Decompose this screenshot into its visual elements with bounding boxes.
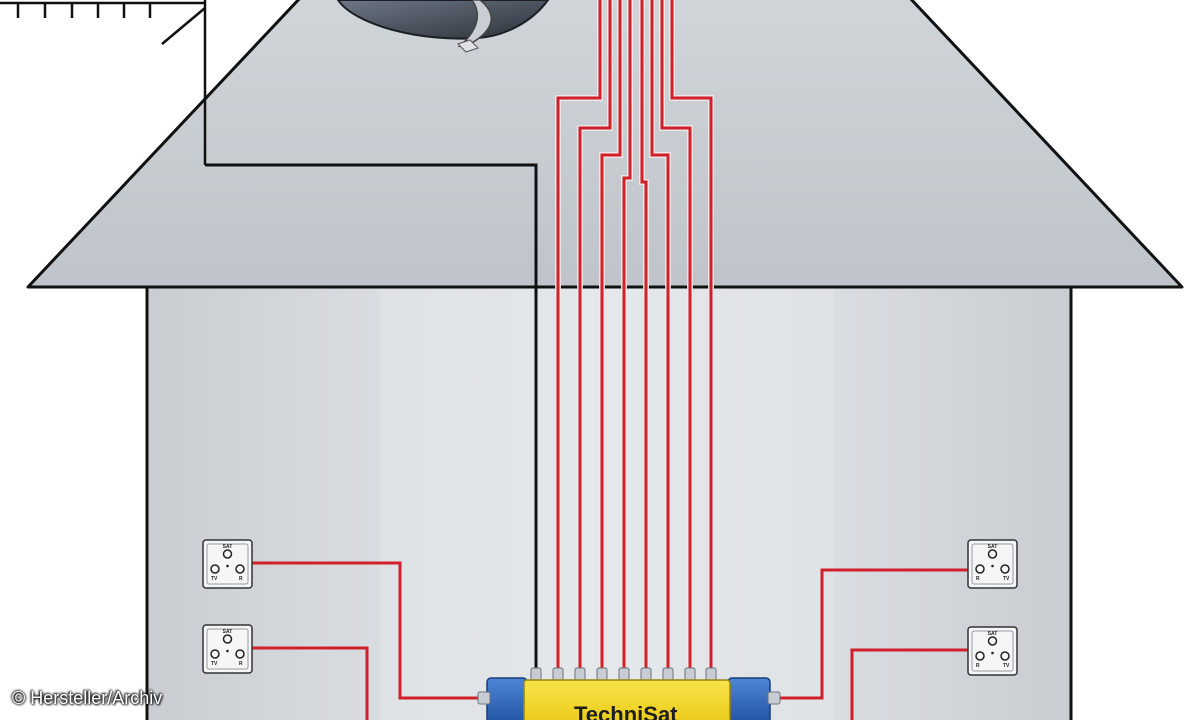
socket-tv-label: TV	[1003, 663, 1010, 669]
multiswitch-body	[523, 679, 731, 720]
photo-credit: © Hersteller/Archiv	[12, 688, 163, 708]
wall-highlight	[380, 290, 835, 720]
sat-cable-bundle	[555, 0, 714, 680]
socket-r-label: R	[976, 576, 980, 582]
socket-r-label: R	[239, 576, 243, 582]
multiswitch-icon: TechniSat	[477, 667, 781, 720]
socket-tv-label: TV	[211, 576, 218, 582]
multiswitch-right-block	[727, 677, 771, 720]
socket-sat-label: SAT	[223, 544, 233, 550]
socket-sat-label: SAT	[988, 544, 998, 550]
sat-cable	[578, 0, 612, 680]
sat-cable	[650, 0, 670, 680]
terrestrial-antenna-icon	[0, 0, 207, 165]
antenna-socket-icon: SAT TV R	[202, 624, 253, 674]
socket-cable	[252, 561, 488, 700]
socket-tv-label: TV	[1003, 576, 1010, 582]
sat-cable	[556, 0, 602, 680]
sat-cable	[600, 0, 622, 680]
socket-r-label: R	[239, 661, 243, 667]
socket-sat-label: SAT	[223, 629, 233, 635]
socket-sat-label: SAT	[988, 631, 998, 637]
sat-cable	[622, 0, 632, 680]
sat-cable	[640, 0, 648, 680]
socket-cable	[850, 648, 968, 720]
antenna-socket-icon: SAT R TV	[967, 626, 1018, 676]
sat-cable	[670, 0, 713, 680]
sat-cable	[660, 0, 692, 680]
socket-tv-label: TV	[211, 661, 218, 667]
socket-cable	[252, 646, 369, 720]
socket-cable	[770, 568, 968, 700]
antenna-socket-icon: SAT R TV	[967, 539, 1018, 589]
socket-r-label: R	[976, 663, 980, 669]
socket-cables	[252, 561, 968, 720]
antenna-socket-icon: SAT TV R	[202, 539, 253, 589]
multiswitch-brand: TechniSat	[574, 702, 678, 720]
multiswitch-left-block	[486, 677, 528, 720]
terrestrial-cable	[205, 163, 538, 688]
satellite-dish-icon	[336, 0, 550, 53]
